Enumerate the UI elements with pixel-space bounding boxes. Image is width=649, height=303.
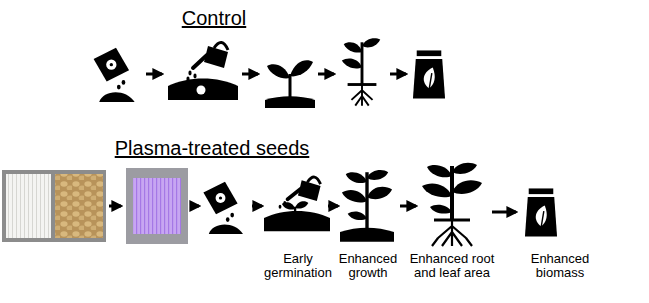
seed-photo: [2, 170, 106, 242]
stage-caption: Enhanced biomass: [525, 252, 595, 280]
stage-caption: Early germination: [258, 252, 338, 280]
stage-caption: Enhanced root and leaf area: [404, 252, 500, 280]
plasma-photo: [126, 168, 188, 244]
watering-soil-icon: [168, 42, 238, 100]
biomass-bag-icon: [413, 50, 445, 98]
seed-packet-icon: [94, 48, 135, 102]
flow-arrows: [109, 206, 516, 212]
growth-plant-icon: [340, 170, 394, 242]
watering-soil-icon: [264, 177, 330, 231]
section-heading: Control: [84, 6, 344, 30]
flow-arrows: [146, 73, 406, 76]
section-heading: Plasma-treated seeds: [62, 136, 362, 160]
root-plant-icon: [422, 163, 482, 246]
biomass-bag-icon: [525, 188, 557, 236]
seed-packet-icon: [203, 182, 243, 234]
plant-icon: [342, 38, 380, 106]
seedling-icon: [265, 60, 315, 108]
stage-caption: Enhanced growth: [332, 252, 404, 280]
